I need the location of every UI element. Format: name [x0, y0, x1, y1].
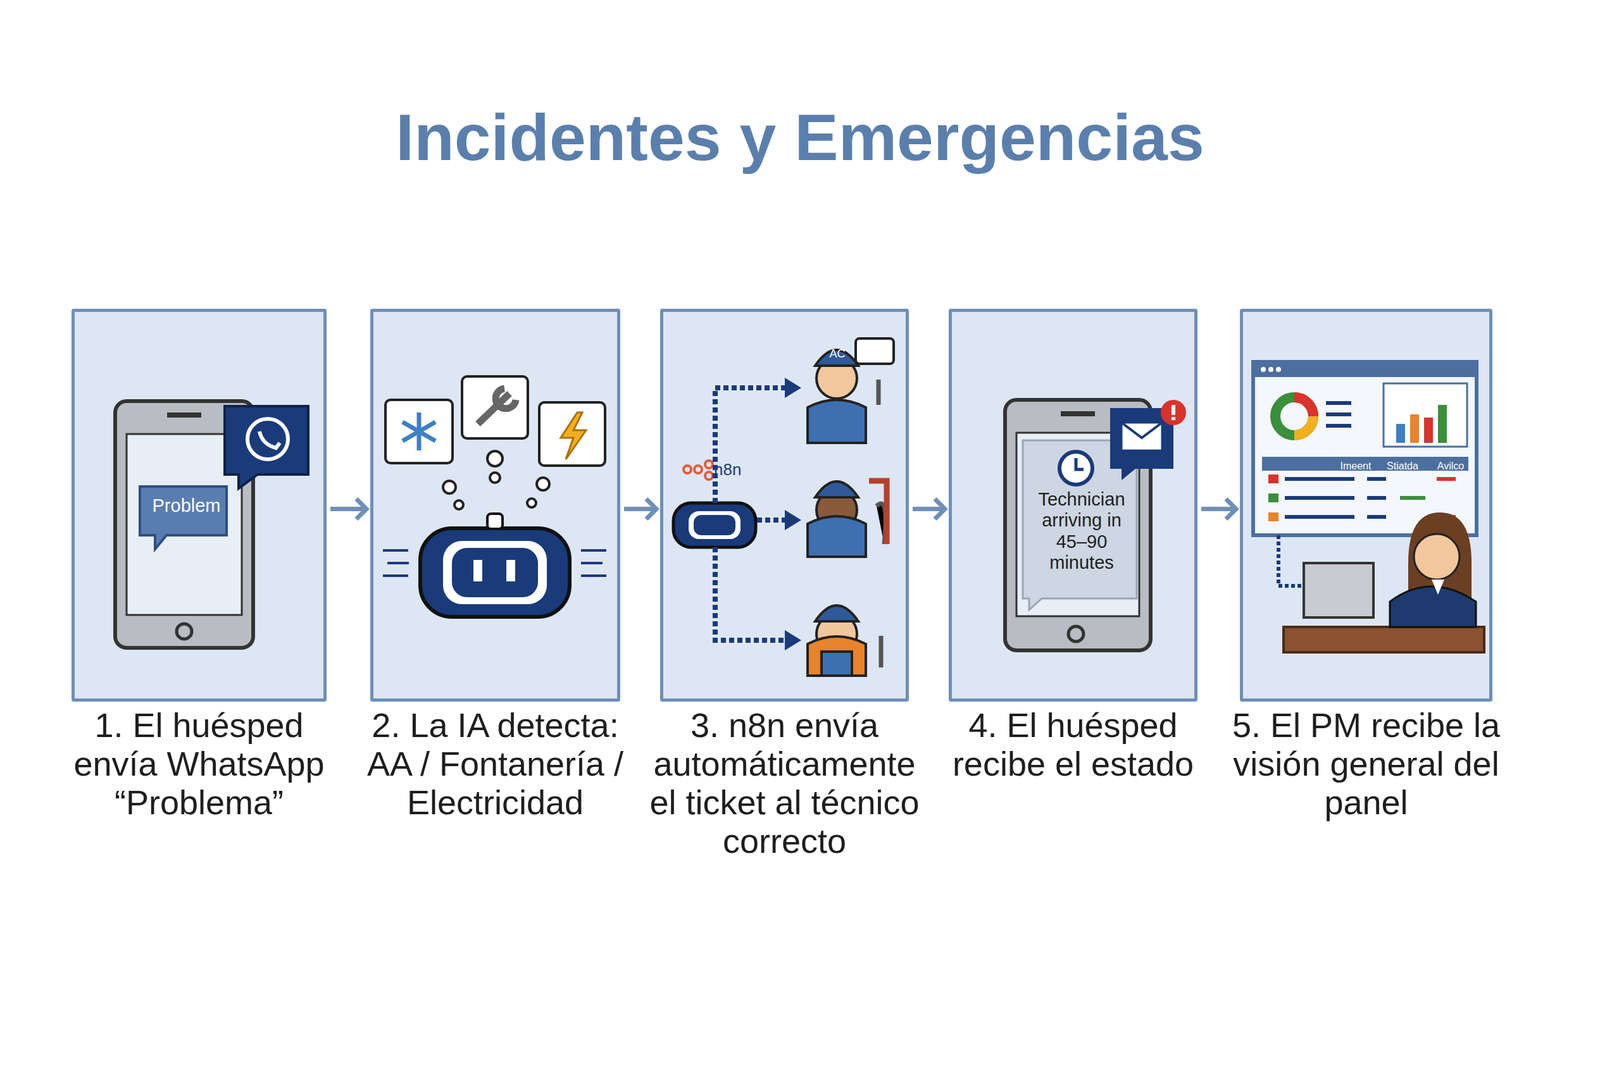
arrow-line: [624, 499, 657, 520]
panel-text: Imeent: [1336, 460, 1375, 473]
panel-text: n8n: [713, 460, 765, 480]
step-caption: 4. El huésped recibe el estado: [924, 706, 1223, 784]
step-panel: 1. El huésped envía WhatsApp “Problema”P…: [71, 308, 327, 702]
step-caption: 5. El PM recibe la visión general del pa…: [1217, 706, 1516, 823]
step-panel: 5. El PM recibe la visión general del pa…: [1239, 308, 1493, 702]
step-caption: 1. El huésped envía WhatsApp “Problema”: [50, 706, 349, 823]
panel-text: Technician arriving in 45–90 minutes: [1025, 489, 1138, 574]
panel-text: AC: [824, 347, 851, 361]
panel-text: Avilco: [1431, 460, 1470, 473]
step-panel: 2. La IA detecta: AA / Fontanería / Elec…: [370, 308, 621, 702]
step-caption: 2. La IA detecta: AA / Fontanería / Elec…: [346, 706, 645, 823]
flow-arrow: [1201, 499, 1237, 520]
arrow-line: [330, 499, 367, 520]
arrow-line: [1201, 499, 1237, 520]
step-panel: 4. El huésped recibe el estadoTechnician…: [948, 308, 1198, 702]
flow-arrow: [912, 499, 945, 520]
flow-arrow: [624, 499, 657, 520]
panel-text: Stiatda: [1383, 460, 1422, 473]
arrow-line: [912, 499, 945, 520]
panel-text: Problem: [143, 495, 230, 517]
diagram-title: Incidentes y Emergencias: [0, 101, 1600, 174]
step-caption: 3. n8n envía automáticamente el ticket a…: [636, 706, 934, 861]
flow-arrow: [330, 499, 367, 520]
step-panel: 3. n8n envía automáticamente el ticket a…: [660, 308, 909, 702]
